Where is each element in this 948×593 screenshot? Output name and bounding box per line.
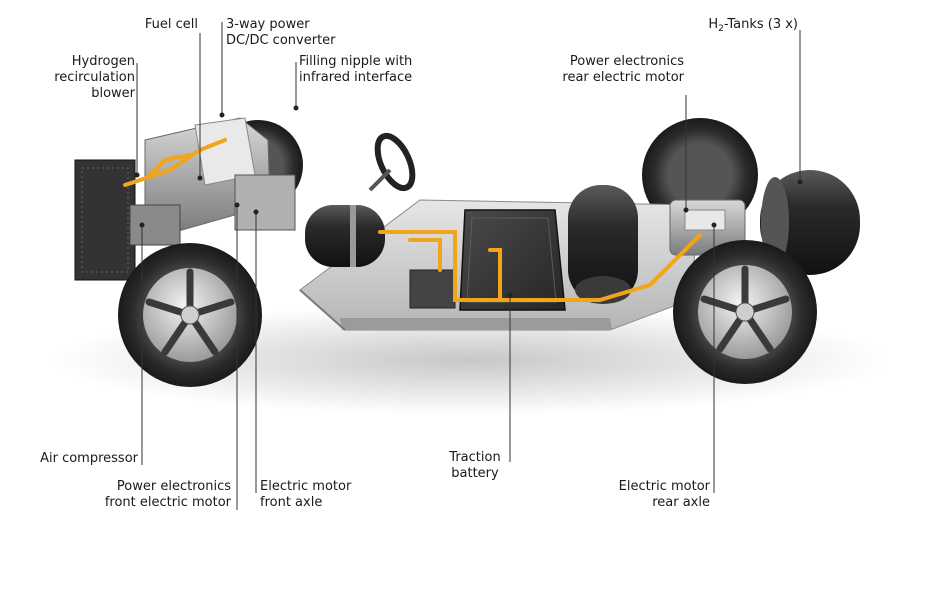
- label-pe-front: Power electronics front electric motor: [85, 479, 231, 511]
- label-motor-front-line2: front axle: [260, 495, 323, 510]
- label-h2-subscript: 2: [718, 24, 724, 34]
- label-h2-prefix: H: [708, 17, 719, 32]
- label-motor-front-line1: Electric motor: [260, 479, 352, 494]
- label-h2-tanks-text: H2-Tanks (3 x): [680, 17, 798, 34]
- label-filling-nipple: Filling nipple with infrared interface: [299, 54, 412, 86]
- label-dcdc-line1: 3-way power: [226, 17, 310, 32]
- label-blower-line2: recirculation: [54, 70, 135, 85]
- label-battery-line2: battery: [451, 466, 499, 481]
- label-dcdc-line2: DC/DC converter: [226, 33, 336, 48]
- label-air-compressor: Air compressor: [20, 451, 138, 467]
- label-h2-suffix: -Tanks (3 x): [723, 17, 798, 32]
- label-blower-line3: blower: [91, 86, 135, 101]
- label-motor-front: Electric motor front axle: [260, 479, 351, 511]
- label-pe-rear: Power electronics rear electric motor: [540, 54, 684, 86]
- label-fuel-cell: Fuel cell: [110, 17, 198, 33]
- steering-wheel: [368, 132, 416, 192]
- leader-dots: [134, 105, 803, 298]
- label-pe-rear-line2: rear electric motor: [562, 70, 684, 85]
- label-traction-battery: Traction battery: [440, 450, 510, 482]
- label-motor-rear: Electric motor rear axle: [600, 479, 710, 511]
- front-right-wheel: [118, 243, 262, 387]
- leader-lines: [136, 22, 801, 510]
- label-h2-tanks: H2-Tanks (3 x): [680, 17, 798, 34]
- label-motor-rear-line2: rear axle: [652, 495, 710, 510]
- label-battery-line1: Traction: [449, 450, 501, 465]
- label-nipple-line1: Filling nipple with: [299, 54, 413, 69]
- center-h2-tank: [568, 185, 638, 304]
- label-hydrogen-blower: Hydrogen recirculation blower: [30, 54, 135, 102]
- label-air-compressor-text: Air compressor: [40, 451, 138, 466]
- front-h2-tank: [305, 205, 385, 267]
- label-dcdc-converter: 3-way power DC/DC converter: [226, 17, 336, 49]
- rear-drive-unit: [669, 199, 746, 256]
- label-fuel-cell-text: Fuel cell: [144, 17, 198, 32]
- label-pe-rear-line1: Power electronics: [569, 54, 684, 69]
- rear-right-wheel: [673, 240, 817, 384]
- high-voltage-cables: [123, 138, 702, 302]
- label-pe-front-line2: front electric motor: [104, 495, 231, 510]
- label-nipple-line2: infrared interface: [299, 70, 413, 85]
- label-pe-front-line1: Power electronics: [116, 479, 231, 494]
- label-motor-rear-line1: Electric motor: [618, 479, 710, 494]
- label-blower-line1: Hydrogen: [71, 54, 135, 69]
